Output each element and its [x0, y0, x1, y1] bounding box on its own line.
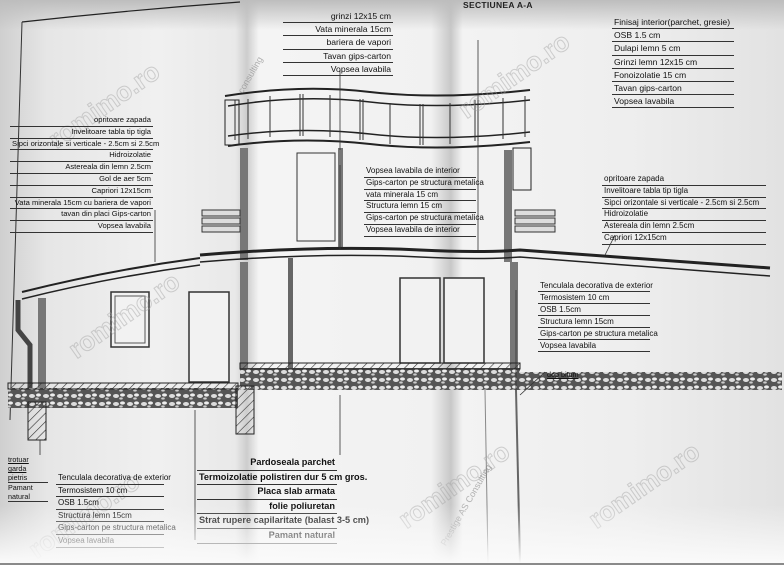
paper-glare: [0, 505, 784, 563]
legend-row: Gips-carton pe structura metalica: [364, 178, 484, 190]
legend-row: vata minerala 15 cm: [364, 190, 476, 202]
legend-row: Dulapi lemn 5 cm: [612, 42, 734, 56]
legend-row: Finisaj interior(parchet, gresie): [612, 16, 734, 30]
legend-roof-top-center: grinzi 12x15 cm Vata minerala 15cm barie…: [283, 10, 393, 77]
legend-row: Termosistem 10 cm: [538, 292, 650, 304]
legend-row: trotuar garda: [8, 455, 29, 473]
legend-row: Tenculala decorativa de exterior: [538, 281, 653, 292]
legend-row: Astereala din lemn 2.5cm: [602, 221, 766, 233]
legend-row: Structura lemn 15 cm: [364, 201, 476, 214]
legend-row: Vopsea lavabila: [283, 63, 393, 77]
legend-row: grinzi 12x15 cm: [283, 10, 393, 24]
label-dop-bitum: dop bitum: [547, 370, 579, 379]
legend-row: Termosistem 10 cm: [56, 485, 164, 498]
legend-row: Astereala din lemn 2.5cm: [10, 162, 153, 174]
legend-row: Sipci orizontale si verticale - 2.5cm si…: [602, 198, 766, 210]
paper-fold-shadow: [0, 0, 784, 30]
legend-row: Capriori 12x15cm: [602, 233, 766, 245]
legend-row: Gol de aer 5cm: [10, 174, 153, 186]
legend-floor-top-right: Finisaj interior(parchet, gresie) OSB 1.…: [612, 16, 734, 109]
legend-row: Gips-carton pe structura metalica: [538, 329, 658, 340]
legend-row: Tenculala decorativa de exterior: [56, 472, 171, 485]
legend-row: Vopsea lavabila de interior: [364, 166, 476, 178]
legend-row: Termoizolatie polistiren dur 5 cm gros.: [197, 471, 367, 486]
legend-row: Placa slab armata: [197, 485, 337, 500]
legend-row: Pardoseala parchet: [197, 456, 337, 471]
legend-row: Vopsea lavabila: [10, 221, 153, 233]
section-title: SECTIUNEA A-A: [463, 0, 533, 10]
legend-row: Vopsea lavabila de interior: [364, 225, 476, 237]
legend-row: Vopsea lavabila: [538, 340, 650, 352]
legend-row: Pamant natural: [8, 482, 48, 502]
legend-row: Tavan gips-carton: [612, 82, 734, 96]
legend-row: pietris: [8, 473, 28, 482]
legend-row: Structura lemn 15cm: [538, 316, 650, 328]
legend-row: Vopsea lavabila: [612, 95, 734, 109]
legend-row: Invelitoare tabla tip tigla: [10, 127, 153, 139]
legend-row: Hidroizolatie: [602, 209, 766, 222]
legend-row: tavan din placi Gips-carton: [10, 209, 153, 222]
legend-roof-left: opritoare zapada Invelitoare tabla tip t…: [10, 115, 159, 233]
legend-row: Hidroizolatie: [10, 150, 153, 163]
legend-row: opritoare zapada: [602, 174, 766, 186]
legend-row: bariera de vapori: [283, 36, 393, 50]
legend-row: Vata minerala 15cm: [283, 23, 393, 37]
legend-row: Sipci orizontale si verticale - 2.5cm si…: [10, 139, 159, 151]
legend-row: Invelitoare tabla tip tigla: [602, 186, 766, 198]
legend-row: Capriori 12x15cm: [10, 186, 153, 198]
legend-row: Gips-carton pe structura metalica: [364, 213, 484, 225]
legend-row: OSB 1.5 cm: [612, 29, 734, 43]
legend-row: Tavan gips-carton: [283, 50, 393, 63]
legend-row: opritoare zapada: [10, 115, 153, 127]
legend-row: Grinzi lemn 12x15 cm: [612, 56, 734, 69]
legend-roof-right: opritoare zapada Invelitoare tabla tip t…: [602, 174, 766, 245]
legend-exterior-wall-right: Tenculala decorativa de exterior Termosi…: [538, 280, 658, 352]
legend-row: OSB 1.5cm: [538, 304, 650, 316]
legend-row: Vata minerala 15cm cu bariera de vapori: [10, 198, 153, 210]
legend-trotuar: trotuar garda pietris Pamant natural: [8, 455, 48, 502]
legend-row: Fonoizolatie 15 cm: [612, 69, 734, 83]
legend-interior-wall: Vopsea lavabila de interior Gips-carton …: [364, 166, 484, 237]
